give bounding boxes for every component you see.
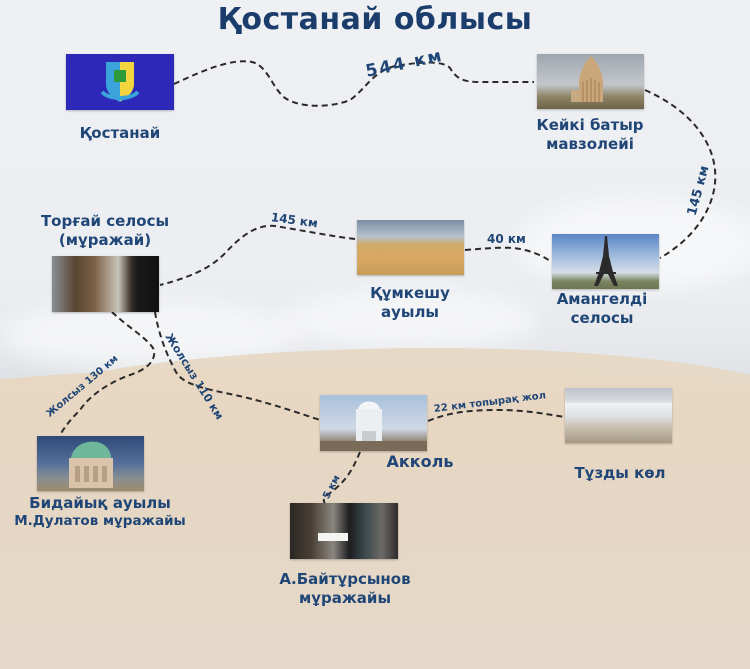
route-torgay-bidayik (59, 311, 156, 437)
museum-dining-room-photo (290, 503, 398, 559)
route-torgay-akkol (154, 311, 321, 421)
page-title: Қостанай облысы (217, 2, 533, 37)
place-label-keyki: Кейкі батыр мавзолейі (536, 116, 644, 153)
route-amangeldi-kumkeshu (464, 246, 553, 263)
monument-icon (320, 401, 427, 451)
route-kumkeshu-torgay (159, 224, 356, 286)
eiffel-tower-photo (552, 234, 659, 289)
place-label-kostanay: Қостанай (79, 124, 161, 142)
sand-dunes-photo (357, 220, 464, 275)
eiffel-tower-icon (594, 236, 618, 286)
cloud (280, 290, 540, 350)
distance-amangeldi-kumkeshu: 40 км (487, 232, 526, 246)
place-label-bidayik: Бидайық ауылы М.Дулатов мұражайы (14, 494, 186, 529)
route-keyki-amangeldi (644, 89, 717, 259)
mausoleum-icon (571, 56, 603, 102)
museum-interior-photo (52, 256, 159, 312)
route-kostanay-keyki (173, 60, 534, 107)
place-label-amangeldi: Амангелді селосы (556, 290, 648, 327)
green-dome-icon (69, 441, 113, 488)
white-monument-photo (320, 395, 427, 451)
route-akkol-tuzdy (427, 408, 566, 422)
flag-icon (66, 54, 174, 110)
dining-table-icon (318, 533, 348, 541)
route-akkol-baytursynov (322, 451, 361, 504)
place-label-akkol: Акколь (386, 452, 454, 471)
coat-of-arms-icon (100, 62, 140, 102)
mausoleum-photo (537, 54, 644, 109)
salt-lake-photo (565, 388, 672, 443)
place-label-torgay: Торғай селосы (мұражай) (40, 212, 170, 249)
place-label-kumkeshu: Құмкешу ауылы (370, 284, 450, 321)
place-label-baytursynov: А.Байтұрсынов мұражайы (279, 570, 411, 607)
place-label-tuzdy: Тұзды көл (574, 464, 666, 482)
green-dome-mausoleum-photo (37, 436, 144, 491)
